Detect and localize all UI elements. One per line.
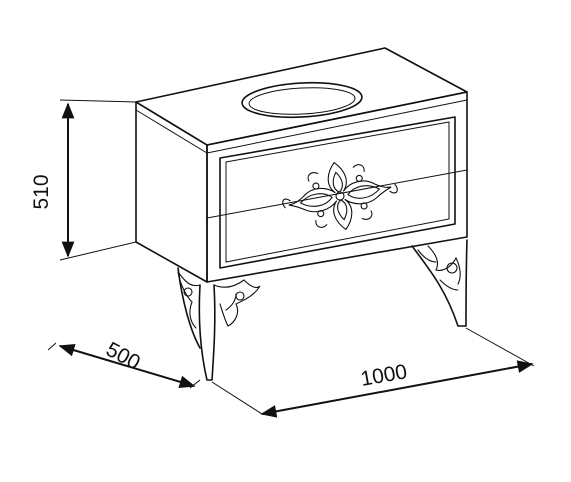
cabinet-side-face [135,101,208,283]
depth-dimension-line [58,343,196,389]
leg-front-left [177,271,261,381]
basin-inner [248,87,356,115]
legs [177,239,468,381]
width-label: 1000 [359,360,409,391]
drawer-ornament [282,161,398,231]
width-dimension-line [260,360,534,418]
cabinet-top-face [135,47,468,146]
leg-front-right [411,239,468,327]
basin [241,81,363,119]
height-label: 510 [30,174,53,209]
dimension-depth: 500 [47,338,201,389]
cabinet-body [135,47,468,283]
drawer-front [206,116,468,269]
leg-back-left [177,267,201,349]
dimension-width: 1000 [211,327,535,418]
cabinet-front-face [206,91,468,283]
dimension-height: 510 [30,99,137,261]
drawer-split-line [206,169,468,219]
basin-outer [241,81,363,119]
